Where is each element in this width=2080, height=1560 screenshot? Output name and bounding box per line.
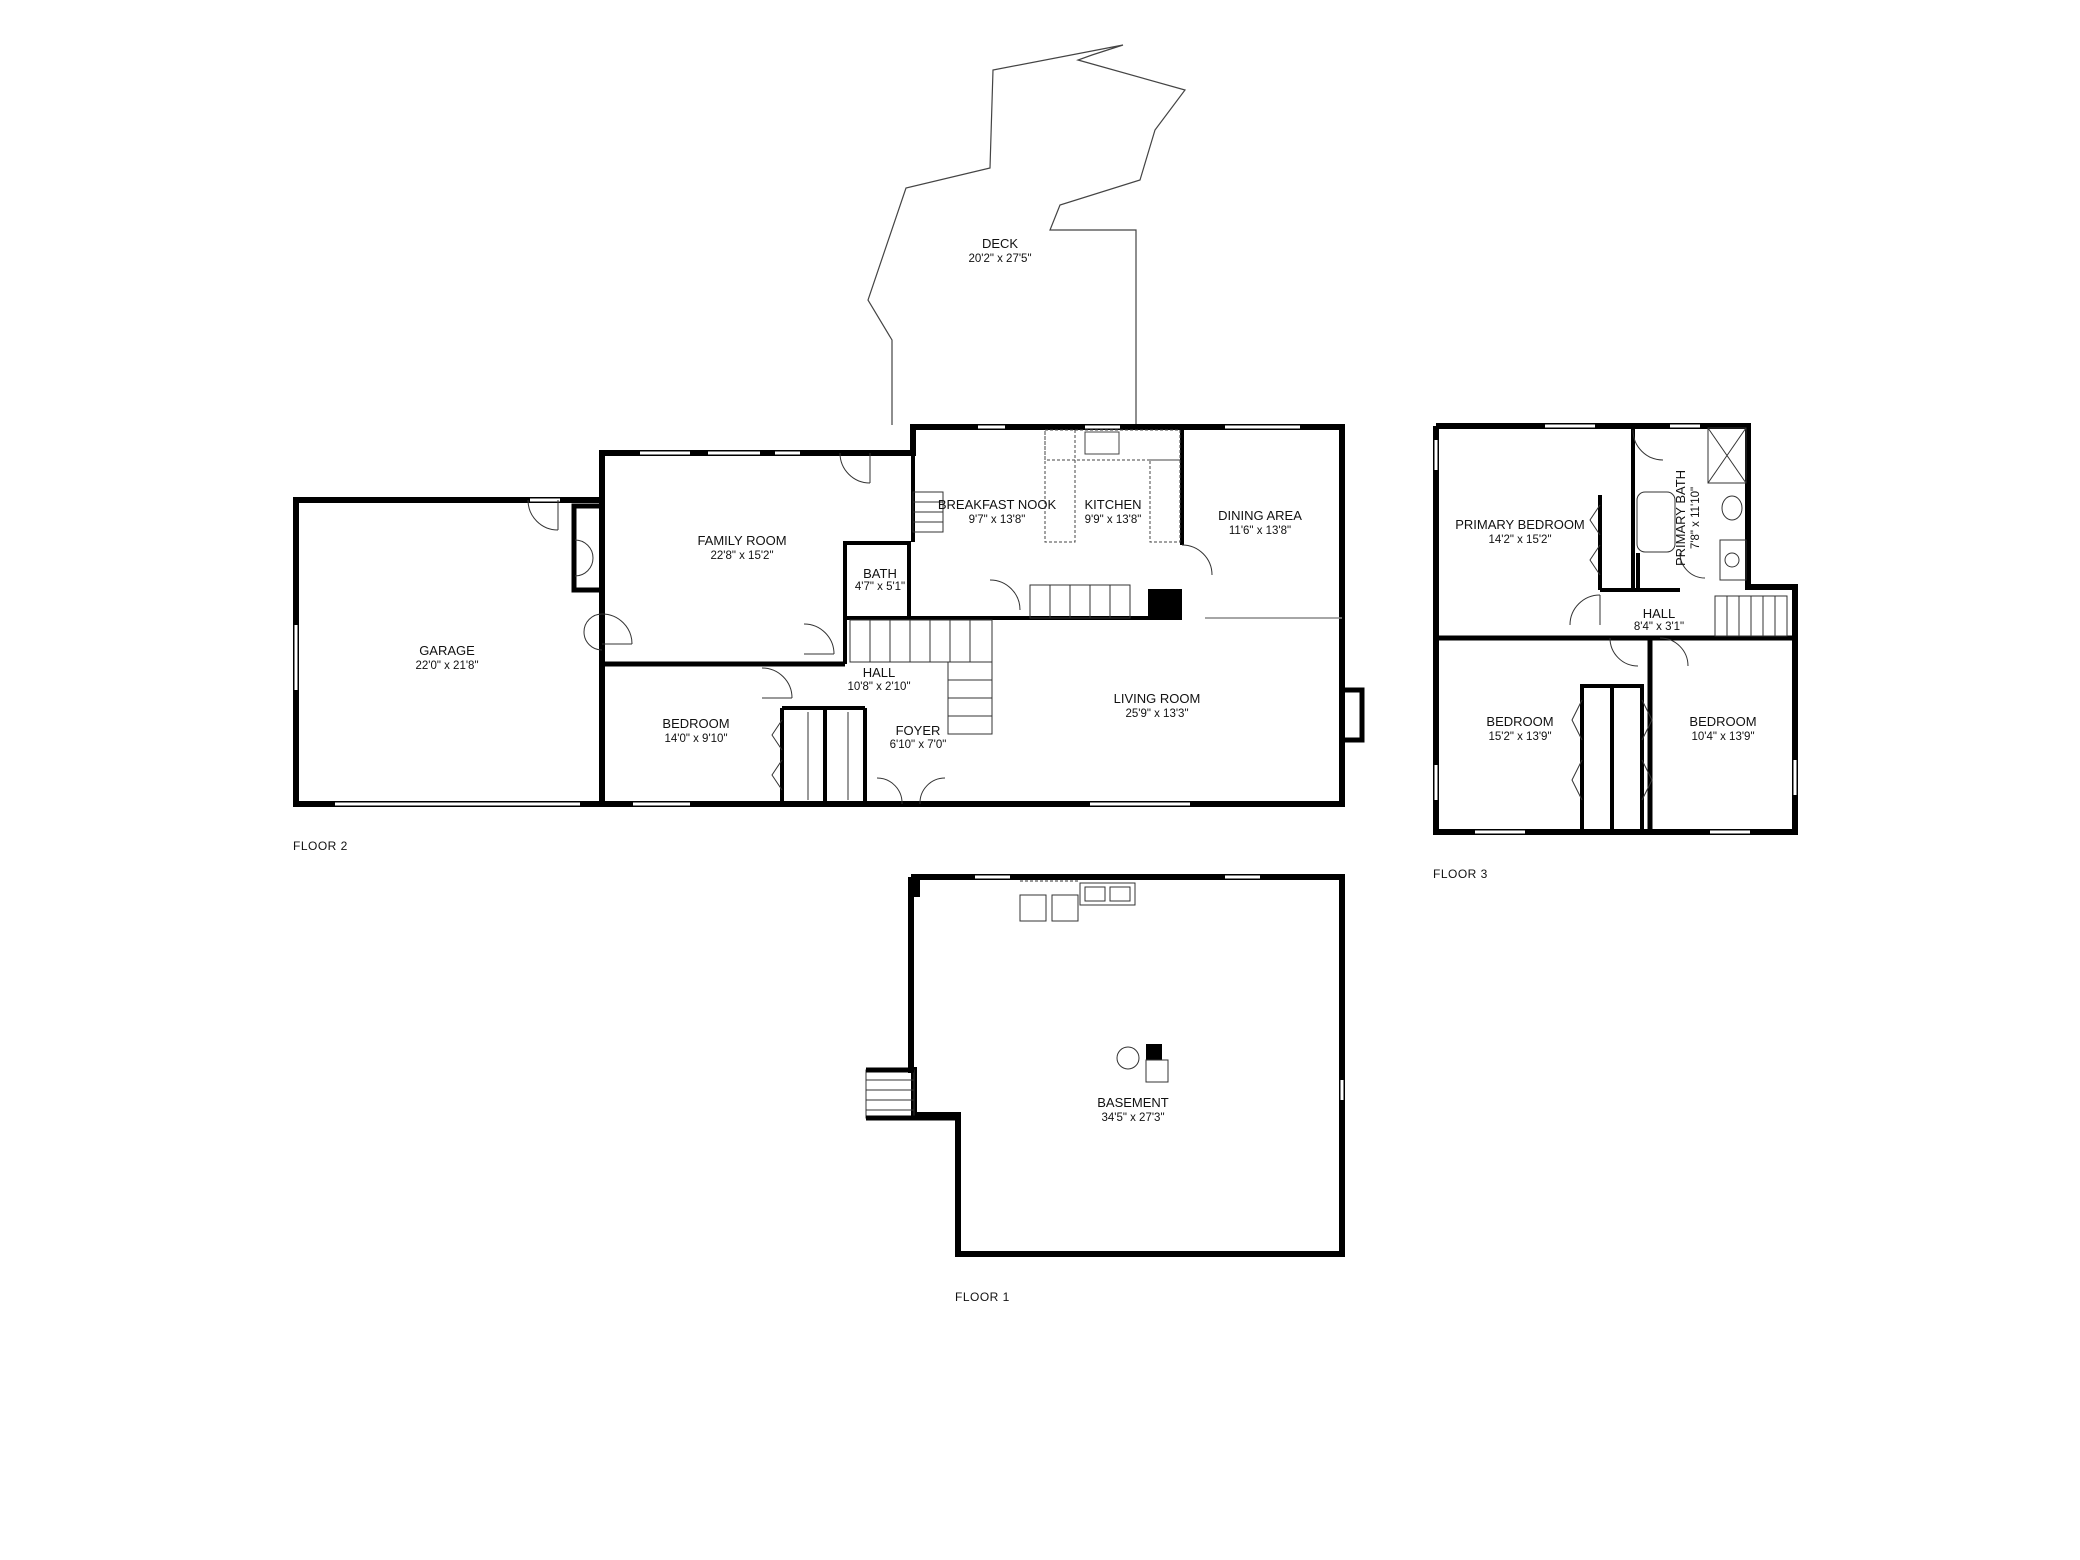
closet-notch	[571, 503, 602, 593]
floor-1-windows	[975, 875, 1344, 1100]
floor-3-hall-label: HALL 8'4" x 3'1"	[1634, 606, 1684, 633]
floor-3-outer-wall	[1433, 423, 1798, 835]
basement-walls	[908, 874, 1345, 1257]
closet-bifolds	[771, 712, 849, 800]
foyer-label: FOYER 6'10" x 7'0"	[890, 723, 947, 751]
garage-name: GARAGE	[419, 643, 475, 658]
foyer-name: FOYER	[896, 723, 941, 738]
bedroom-a-dim: 15'2" x 13'9"	[1488, 731, 1551, 743]
deck-label: DECK 20'2" x 27'5"	[968, 236, 1031, 265]
main-stairs	[849, 584, 1131, 735]
bath-name: BATH	[863, 566, 897, 581]
bedroom-name: BEDROOM	[662, 716, 729, 731]
main-outer-wall	[599, 424, 1345, 807]
floor-3-stairs	[1714, 595, 1788, 637]
primary-bath-label: PRIMARY BATH 7'8" x 11'10"	[1673, 470, 1702, 566]
basement-stairs	[865, 1069, 915, 1119]
breakfast-nook-name: BREAKFAST NOOK	[938, 497, 1057, 512]
dining-area-dim: 11'6" x 13'8"	[1229, 525, 1291, 537]
floor-3-doors	[1569, 429, 1706, 801]
primary-bath-fixtures	[1636, 427, 1747, 581]
floor-3-hall-name: HALL	[1643, 606, 1676, 621]
kitchen-counters	[1044, 429, 1181, 543]
bedroom-b-name: BEDROOM	[1689, 714, 1756, 729]
kitchen-label: KITCHEN 9'9" x 13'8"	[1084, 497, 1141, 526]
primary-bedroom-name: PRIMARY BEDROOM	[1455, 517, 1585, 532]
bath-label: BATH 4'7" x 5'1"	[855, 566, 905, 593]
kitchen-dim: 9'9" x 13'8"	[1085, 514, 1142, 526]
bedroom-a-label: BEDROOM 15'2" x 13'9"	[1486, 714, 1553, 743]
hall-dim: 10'8" x 2'10"	[847, 681, 910, 693]
floor-2: DECK 20'2" x 27'5"	[293, 44, 1365, 853]
deck-name: DECK	[982, 236, 1018, 251]
floor-2-doors	[527, 452, 1213, 805]
hall-label: HALL 10'8" x 2'10"	[847, 665, 910, 693]
family-room-name: FAMILY ROOM	[697, 533, 786, 548]
dining-area-label: DINING AREA 11'6" x 13'8"	[1218, 508, 1302, 537]
bedroom-b-label: BEDROOM 10'4" x 13'9"	[1689, 714, 1756, 743]
bedroom-b-dim: 10'4" x 13'9"	[1691, 731, 1754, 743]
floor-3-hall-dim: 8'4" x 3'1"	[1634, 621, 1684, 633]
living-room-dim: 25'9" x 13'3"	[1125, 708, 1188, 720]
bath-walls	[843, 541, 911, 620]
foyer-dim: 6'10" x 7'0"	[890, 739, 947, 751]
floor-3-walls	[1433, 423, 1798, 835]
kitchen-name: KITCHEN	[1084, 497, 1141, 512]
living-room-name: LIVING ROOM	[1114, 691, 1201, 706]
bedroom-dim: 14'0" x 9'10"	[664, 733, 727, 745]
bath-dim: 4'7" x 5'1"	[855, 581, 905, 593]
floor-2-title: FLOOR 2	[293, 839, 348, 853]
primary-bedroom-label: PRIMARY BEDROOM 14'2" x 15'2"	[1455, 517, 1585, 546]
living-room-label: LIVING ROOM 25'9" x 13'3"	[1114, 691, 1201, 720]
garage-dim: 22'0" x 21'8"	[415, 660, 478, 672]
family-room-label: FAMILY ROOM 22'8" x 15'2"	[697, 533, 786, 562]
hall-name: HALL	[863, 665, 896, 680]
deck-outline	[867, 44, 1187, 425]
bedroom-a-name: BEDROOM	[1486, 714, 1553, 729]
deck-dim: 20'2" x 27'5"	[968, 253, 1031, 265]
dining-area-name: DINING AREA	[1218, 508, 1302, 523]
garage-label: GARAGE 22'0" x 21'8"	[415, 643, 478, 672]
nook-steps	[912, 491, 944, 533]
family-room-dim: 22'8" x 15'2"	[710, 550, 773, 562]
floor-3-title: FLOOR 3	[1433, 867, 1488, 881]
fireplace	[1339, 687, 1365, 743]
laundry-fixtures	[1019, 880, 1136, 922]
basement-dim: 34'5" x 27'3"	[1101, 1112, 1164, 1124]
floor-1: BASEMENT 34'5" x 27'3" FLOOR 1	[865, 874, 1345, 1304]
primary-bath-name: PRIMARY BATH	[1673, 470, 1688, 566]
basement-label: BASEMENT 34'5" x 27'3"	[1097, 1095, 1169, 1124]
primary-bedroom-dim: 14'2" x 15'2"	[1488, 534, 1551, 546]
floor-3-windows	[1434, 424, 1797, 834]
kitchen-column	[1148, 589, 1182, 618]
basement-name: BASEMENT	[1097, 1095, 1169, 1110]
floor-3: PRIMARY BEDROOM 14'2" x 15'2" PRIMARY BA…	[1433, 423, 1798, 881]
breakfast-nook-label: BREAKFAST NOOK 9'7" x 13'8"	[938, 497, 1057, 526]
furnace	[1116, 1044, 1169, 1083]
primary-bath-dim: 7'8" x 11'10"	[1690, 487, 1702, 549]
basement-corner-post	[908, 877, 920, 897]
breakfast-nook-dim: 9'7" x 13'8"	[969, 514, 1026, 526]
floor-2-walls	[293, 424, 1345, 807]
floor-2-windows	[294, 425, 1300, 806]
floor-1-title: FLOOR 1	[955, 1290, 1010, 1304]
bedroom-label: BEDROOM 14'0" x 9'10"	[662, 716, 729, 745]
